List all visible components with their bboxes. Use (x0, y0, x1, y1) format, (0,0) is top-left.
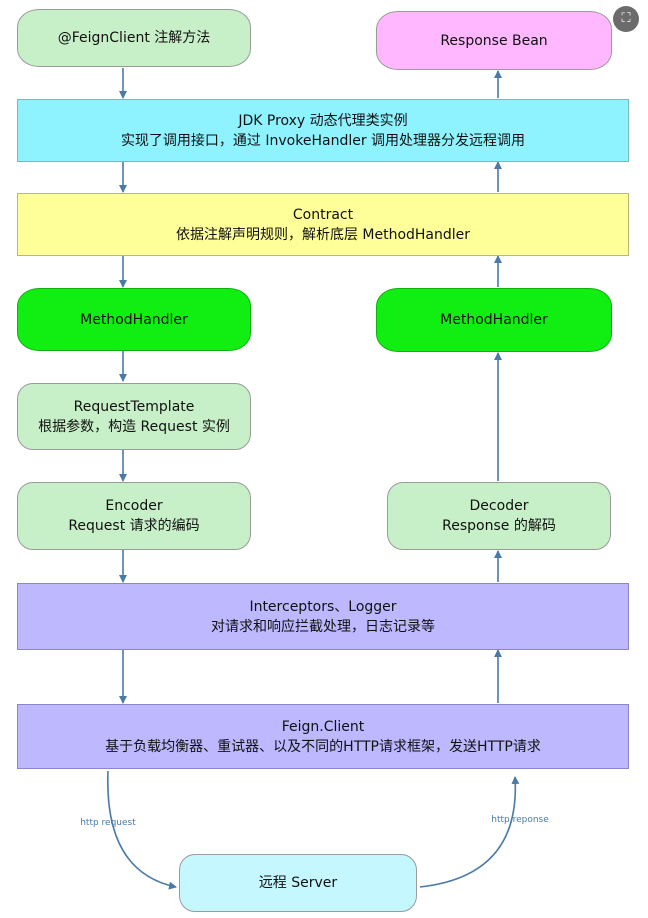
decoder-node: Decoder Response 的解码 (387, 482, 611, 550)
response-bean-node: Response Bean (376, 11, 612, 70)
jdk-proxy-node: JDK Proxy 动态代理类实例 实现了调用接口，通过 InvokeHandl… (17, 99, 629, 162)
method-handler-right-label: MethodHandler (440, 312, 548, 328)
remote-server-label: 远程 Server (258, 875, 338, 891)
encoder-node: Encoder Request 请求的编码 (17, 482, 251, 550)
method-handler-right-node: MethodHandler (376, 288, 612, 352)
contract-node: Contract 依据注解声明规则，解析底层 MethodHandler (17, 193, 629, 256)
interceptors-node: Interceptors、Logger 对请求和响应拦截处理，日志记录等 (17, 583, 629, 650)
http-request-label: http request (80, 818, 136, 828)
decoder-description: Response 的解码 (442, 518, 556, 534)
feign-client-node: Feign.Client 基于负载均衡器、重试器、以及不同的HTTP请求框架，发… (17, 704, 629, 769)
feign-client-description: 基于负载均衡器、重试器、以及不同的HTTP请求框架，发送HTTP请求 (105, 738, 541, 755)
method-handler-left-label: MethodHandler (80, 311, 188, 328)
contract-description: 依据注解声明规则，解析底层 MethodHandler (175, 226, 471, 243)
contract-title: Contract (292, 206, 354, 223)
expand-icon[interactable]: ⛶ (613, 6, 639, 32)
jdk-proxy-title: JDK Proxy 动态代理类实例 (238, 112, 408, 129)
decoder-title: Decoder (469, 498, 529, 514)
feign-client-title: Feign.Client (281, 718, 365, 735)
encoder-description: Request 请求的编码 (68, 518, 200, 534)
interceptors-description: 对请求和响应拦截处理，日志记录等 (211, 618, 435, 635)
http-response-label: http reponse (491, 815, 549, 825)
arrow-http-response (419, 776, 520, 888)
remote-server-node: 远程 Server (179, 854, 417, 912)
interceptors-title: Interceptors、Logger (249, 598, 397, 615)
encoder-title: Encoder (105, 498, 163, 514)
request-template-description: 根据参数，构造 Request 实例 (38, 418, 230, 435)
request-template-title: RequestTemplate (73, 398, 195, 415)
arrow-http-request (107, 770, 177, 890)
feign-client-annotation-node: @FeignClient 注解方法 (17, 9, 251, 67)
method-handler-left-node: MethodHandler (17, 288, 251, 351)
request-template-node: RequestTemplate 根据参数，构造 Request 实例 (17, 383, 251, 450)
jdk-proxy-description: 实现了调用接口，通过 InvokeHandler 调用处理器分发远程调用 (120, 132, 526, 149)
response-bean-label: Response Bean (440, 32, 548, 49)
feign-client-annotation-label: @FeignClient 注解方法 (57, 30, 211, 46)
